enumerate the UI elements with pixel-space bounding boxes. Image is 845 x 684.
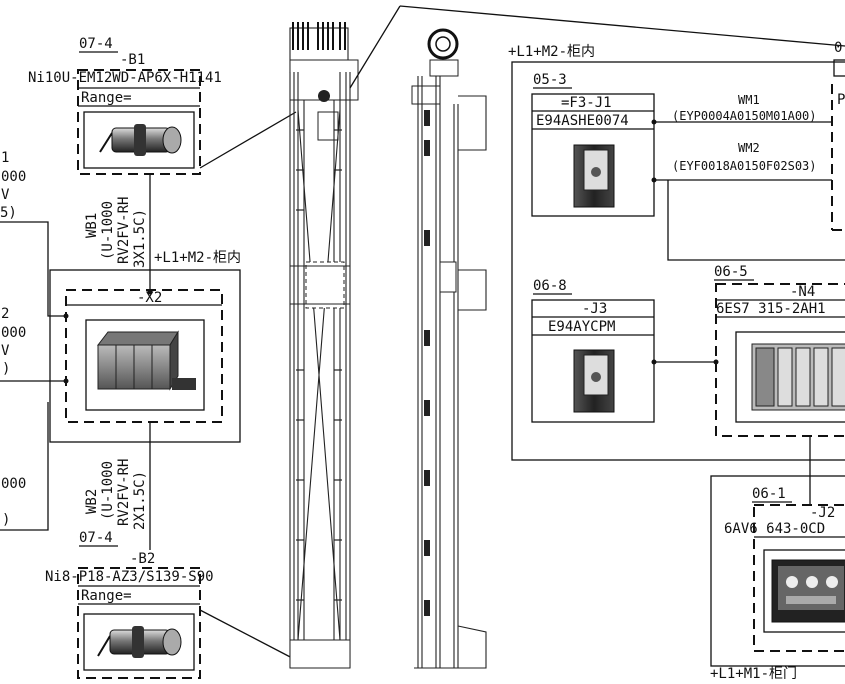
b2-range: Range= [81,588,132,604]
left-label-6: 000 [1,325,26,341]
left-label-9: 000 [1,476,26,492]
hmi-screen-icon [771,559,845,623]
elevator-column-front [289,22,359,669]
wm2-name: WM2 [738,141,760,155]
j1-part: E94ASHE0074 [536,113,629,129]
wb1-l4: 3X1.5C) [132,209,148,268]
b1-sensor-icon [99,124,182,156]
j2-part: 6AV6 643-0CD [724,521,825,537]
n4-part: 6ES7 315-2AH1 [716,301,826,317]
wm-labels: WM1 (EYP0004A0150M01A00) WM2 (EYF0018A01… [672,93,817,173]
b2-ref: 07-4 [79,530,113,546]
b1-to-elevator-line [199,111,297,169]
wb1-label: WB1 (U-1000 RV2FV-RH 3X1.5C) [84,197,148,268]
left-wire-3 [0,402,49,531]
wb2-label: WB2 (U-1000 RV2FV-RH 2X1.5C) [84,459,148,530]
drive-j1[interactable]: 05-3 =F3-J1 E94ASHE0074 [531,72,655,217]
b1-part: Ni10U-EM12WD-AP6X-H1141 [28,70,222,86]
sensor-b2[interactable]: 07-4 -B2 Ni8-P18-AZ3/S139-S90 Range= [45,530,214,679]
plc-icon [751,343,845,411]
elevator-column-side [411,28,487,669]
wb1-l2: (U-1000 [100,201,116,260]
top-right-device: 0 P [831,40,845,231]
wb1-name: WB1 [84,213,100,238]
door-cabinet: +L1+M1-柜门 [710,475,845,682]
left-label-3: V [1,187,10,203]
left-label-1: 1 [1,150,9,166]
b2-sensor-icon [97,626,182,658]
j3-tag: -J3 [582,301,607,317]
drive-j3[interactable]: 06-8 -J3 E94AYCPM [531,278,655,423]
top-right-ref: 0 [834,40,842,56]
callout-line-1 [349,5,401,89]
j2-tag: -J2 [810,505,835,521]
b1-tag: -B1 [120,52,145,68]
j1-tag: =F3-J1 [561,95,612,111]
left-cut-labels: 1 000 V 5) 2 000 V ) 000 ) [0,150,26,528]
b2-tag: -B2 [130,551,155,567]
j1-drive-icon [573,144,615,208]
left-wire-1 [0,221,66,317]
wm1-name: WM1 [738,93,760,107]
b2-to-elevator-line [199,609,297,661]
terminal-x2[interactable]: +L1+M2-柜内 -X2 [49,250,241,443]
plc-n4[interactable]: 06-5 -N4 6ES7 315-2AH1 [714,264,845,437]
sensor-b1[interactable]: 07-4 -B1 Ni10U-EM12WD-AP6X-H1141 Range= [28,36,222,175]
b2-part: Ni8-P18-AZ3/S139-S90 [45,569,214,585]
callout-line-2 [399,5,845,47]
wb2-l4: 2X1.5C) [132,471,148,530]
left-label-2: 000 [1,169,26,185]
j1-ref: 05-3 [533,72,567,88]
terminal-block-icon [96,330,196,391]
left-label-8: ) [2,361,10,377]
wm1-spec: (EYP0004A0150M01A00) [672,109,817,123]
wb2-l2: (U-1000 [100,461,116,520]
right-cabinet: +L1+M2-柜内 [508,44,845,461]
cabinet-inner-line [667,180,845,261]
wb1-l3: RV2FV-RH [116,197,132,264]
j2-ref: 06-1 [752,486,786,502]
wb2-name: WB2 [84,489,100,514]
j3-part: E94AYCPM [548,319,615,335]
j3-ref: 06-8 [533,278,567,294]
left-label-5: 2 [1,306,9,322]
n4-ref: 06-5 [714,264,748,280]
left-label-4: 5) [0,205,17,221]
hmi-j2[interactable]: 06-1 -J2 6AV6 643-0CD [724,486,845,652]
right-cabinet-label: +L1+M2-柜内 [508,44,595,60]
wm2-spec: (EYF0018A0150F02S03) [672,159,817,173]
left-label-7: V [1,343,10,359]
door-cabinet-label: +L1+M1-柜门 [710,666,797,682]
j3-drive-icon [573,349,615,413]
x2-cabinet: +L1+M2-柜内 [154,250,241,266]
wb2-l3: RV2FV-RH [116,459,132,526]
n4-tag: -N4 [790,284,815,300]
top-right-tag: P [837,92,845,108]
b1-ref: 07-4 [79,36,113,52]
b1-range: Range= [81,90,132,106]
left-label-10: ) [2,512,10,528]
x2-tag: -X2 [137,290,162,306]
